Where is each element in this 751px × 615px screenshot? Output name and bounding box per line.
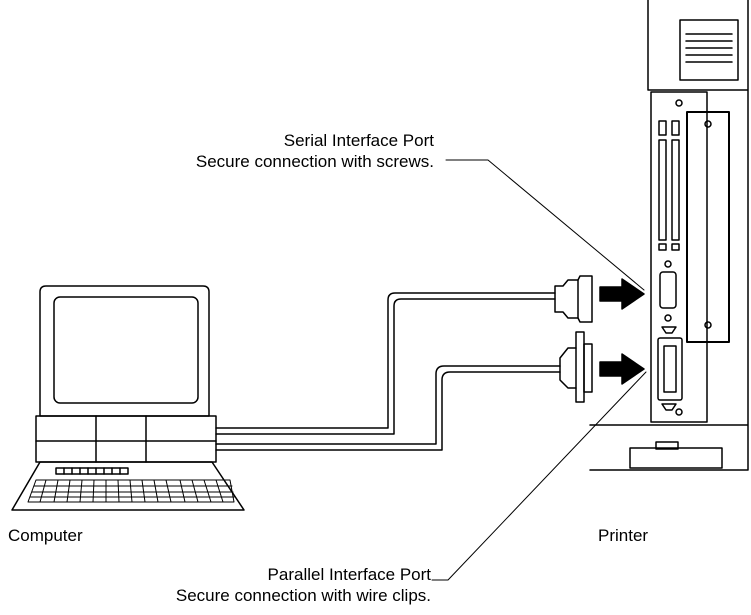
- parallel-port-note: Secure connection with wire clips.: [175, 586, 431, 605]
- parallel-port-title: Parallel Interface Port: [267, 565, 431, 584]
- parallel-leader-line: [431, 371, 647, 581]
- monitor: [39, 285, 210, 417]
- printer: [589, 0, 749, 471]
- printer-label: Printer: [598, 526, 649, 545]
- printer-parallel-port: [657, 326, 683, 411]
- printer-vent: [679, 19, 739, 81]
- serial-leader-line: [445, 159, 645, 291]
- serial-port-note: Secure connection with screws.: [195, 152, 434, 171]
- keyboard: [11, 461, 245, 511]
- printer-serial-port: [659, 260, 677, 322]
- serial-arrow: [599, 278, 645, 310]
- printer-tray: [629, 441, 723, 469]
- system-unit: [35, 415, 217, 463]
- parallel-cable: [215, 331, 593, 451]
- computer: [11, 285, 245, 511]
- serial-cable: [215, 275, 593, 435]
- parallel-port-callout: Parallel Interface Port Secure connectio…: [176, 564, 431, 606]
- parallel-arrow: [599, 353, 645, 385]
- computer-label: Computer: [8, 526, 83, 545]
- serial-port-callout: Serial Interface Port Secure connection …: [196, 130, 434, 172]
- serial-port-title: Serial Interface Port: [283, 131, 434, 150]
